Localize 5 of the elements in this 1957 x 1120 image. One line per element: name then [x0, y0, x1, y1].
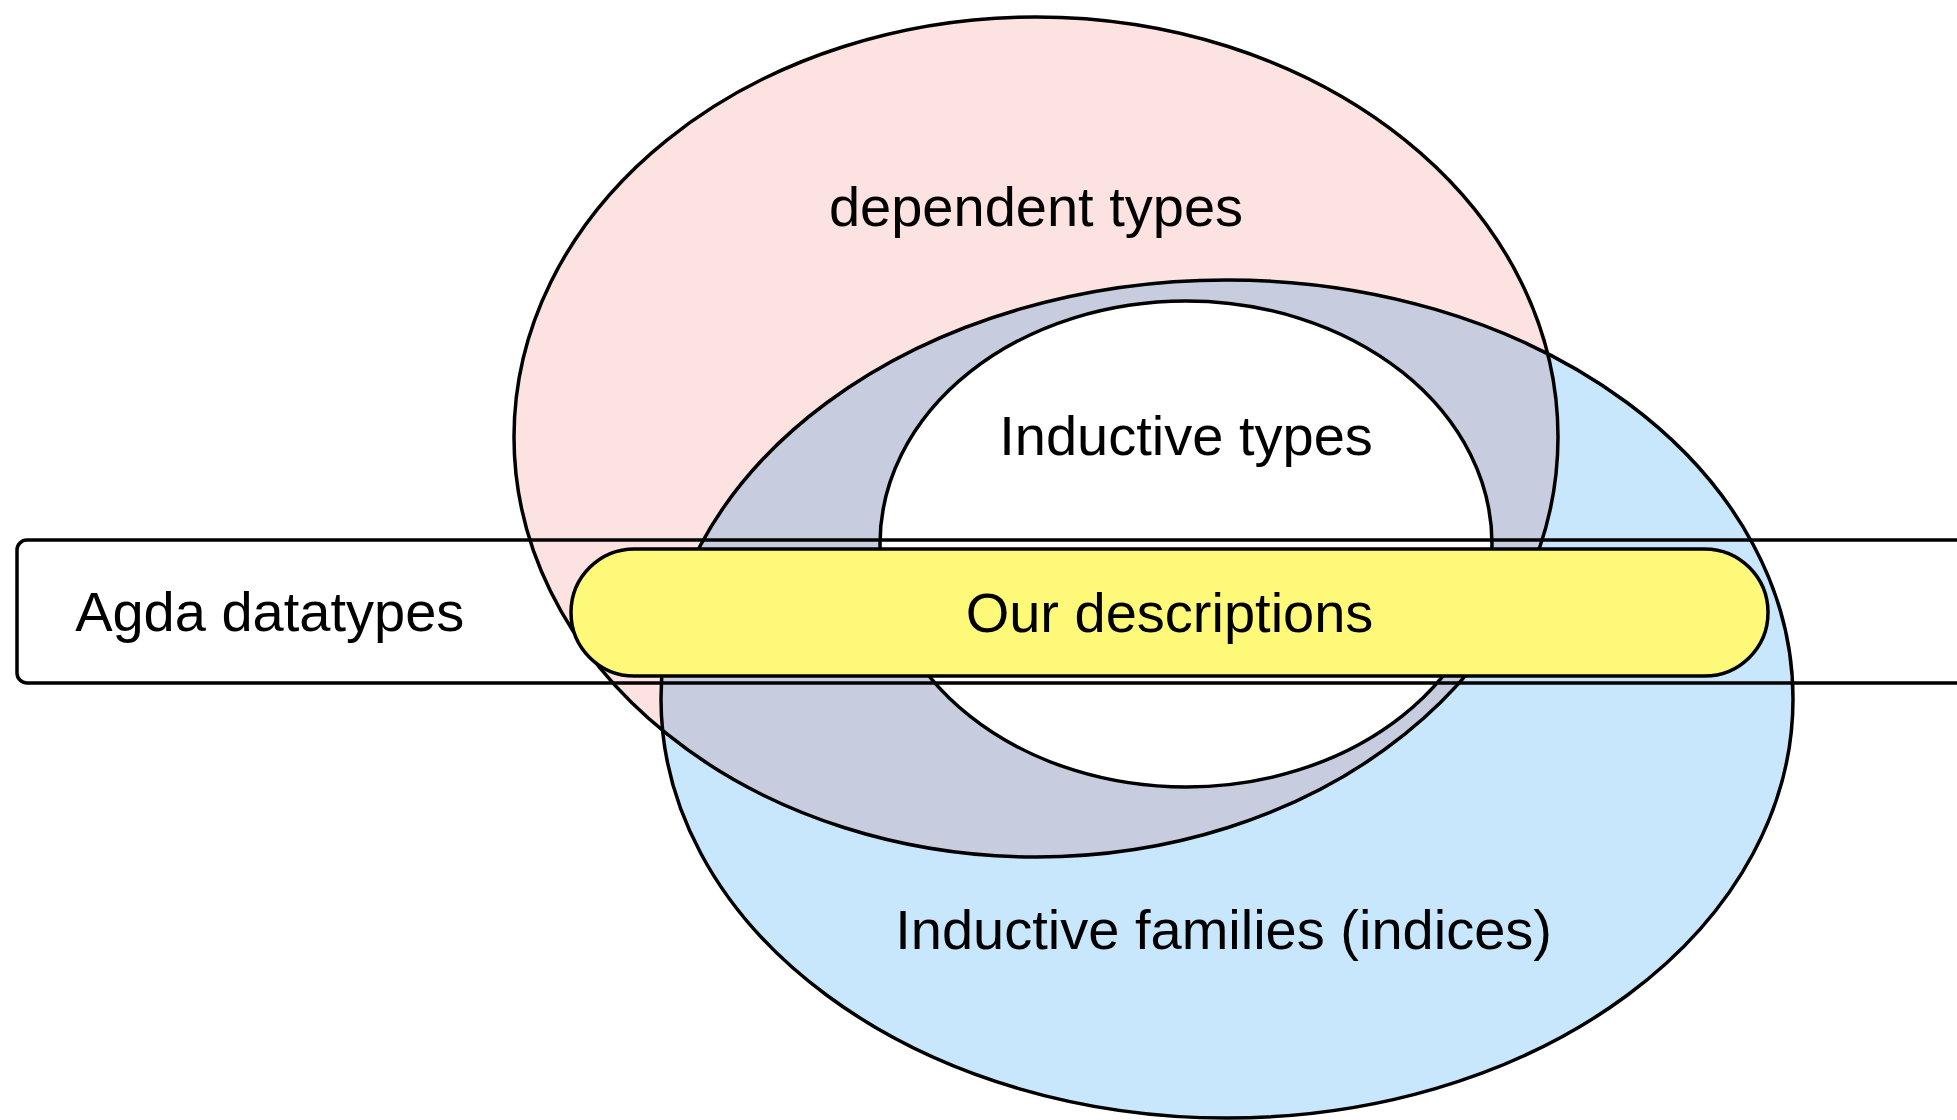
set-label: Inductive families (indices): [895, 898, 1552, 961]
set-label: Our descriptions: [965, 581, 1374, 644]
set-label: Inductive types: [999, 405, 1373, 467]
set-label: Agda datatypes: [75, 580, 465, 643]
set-label: dependent types: [828, 175, 1244, 238]
